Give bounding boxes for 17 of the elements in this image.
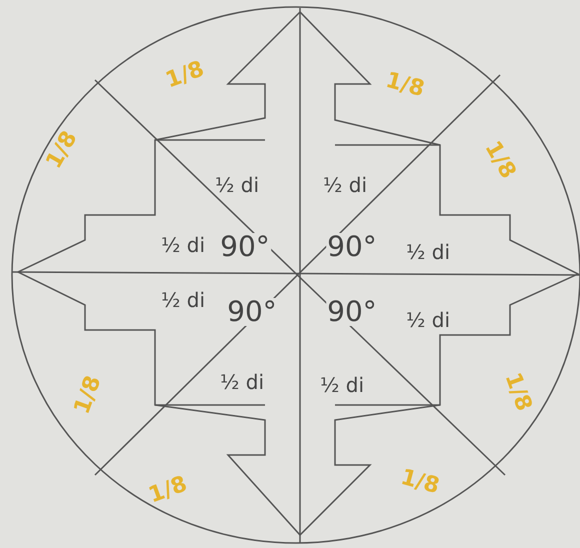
fraction-text: ½ di	[320, 373, 364, 397]
fraction-label: 1/8	[162, 56, 208, 94]
angle-label: 90°	[226, 298, 278, 326]
fraction-text: ½ di	[161, 288, 205, 312]
fraction-text: ½ di	[215, 173, 259, 197]
fraction-label: 1/8	[480, 137, 520, 183]
fraction-text: ½ di	[220, 370, 264, 394]
fraction-text: ½ di	[161, 233, 205, 257]
fraction-label: 1/8	[398, 464, 442, 500]
fraction-text: ½ di	[406, 240, 450, 264]
fraction-text: ½ di	[323, 173, 367, 197]
fraction-label: 1/8	[383, 68, 427, 102]
fraction-label: 1/8	[500, 370, 536, 414]
fraction-label: 1/8	[146, 472, 190, 508]
fraction-text: ½ di	[406, 308, 450, 332]
fraction-label: 1/8	[70, 372, 106, 418]
fraction-label: 1/8	[42, 127, 82, 173]
